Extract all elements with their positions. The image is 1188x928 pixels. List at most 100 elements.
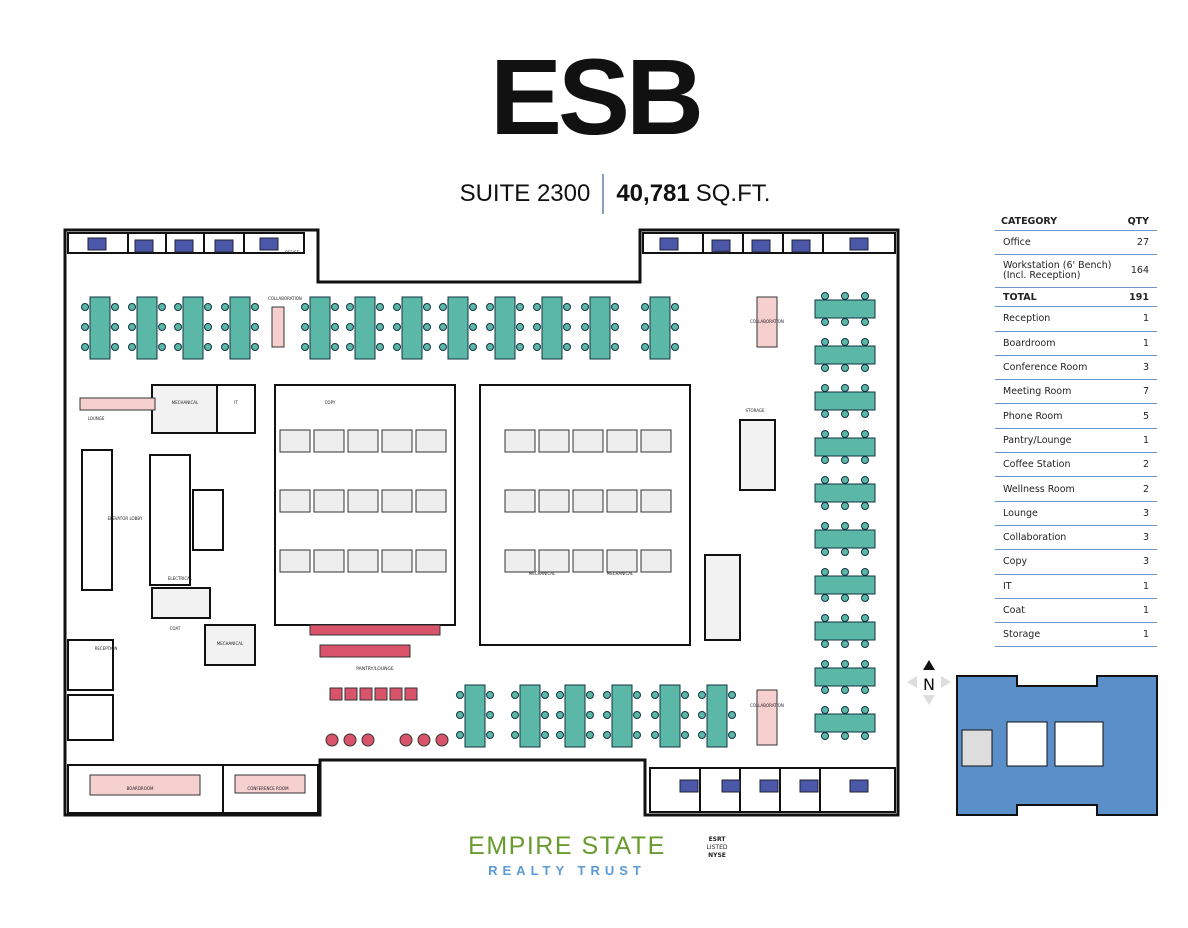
elevator-shaft	[313, 549, 345, 573]
chair	[821, 476, 829, 484]
suite-info: SUITE 2300 40,781 SQ.FT.	[440, 174, 790, 214]
chair	[456, 691, 464, 699]
office-desk	[791, 239, 811, 253]
chair	[158, 323, 166, 331]
workstation-bench	[814, 529, 876, 549]
pantry-seat	[374, 687, 388, 701]
chair	[111, 343, 119, 351]
elevator-shaft	[538, 549, 570, 573]
chair	[486, 323, 494, 331]
chair	[174, 303, 182, 311]
chair	[821, 456, 829, 464]
chair	[603, 711, 611, 719]
chair	[516, 303, 524, 311]
chair	[541, 711, 549, 719]
workstation-bench	[659, 684, 681, 748]
row-category: Wellness Room	[1003, 483, 1075, 495]
chair	[861, 410, 869, 418]
electrical-room	[151, 587, 211, 619]
workstation-bench	[814, 575, 876, 595]
esb-logo: ESB	[489, 36, 704, 157]
room-label: STORAGE	[745, 408, 765, 413]
chair	[556, 711, 564, 719]
chair	[861, 338, 869, 346]
chair	[563, 303, 571, 311]
chair	[698, 731, 706, 739]
chair	[821, 318, 829, 326]
chair	[581, 303, 589, 311]
room-label: MECHANICAL	[172, 400, 199, 405]
office-desk	[751, 239, 771, 253]
chair	[469, 343, 477, 351]
elevator-shaft	[538, 489, 570, 513]
chair	[841, 614, 849, 622]
workstation-bench	[541, 296, 563, 360]
chair	[861, 502, 869, 510]
chair	[581, 343, 589, 351]
office-desk	[174, 239, 194, 253]
area-value: 40,781	[616, 180, 690, 207]
chair	[204, 323, 212, 331]
row-category: Office	[1003, 237, 1031, 249]
chair	[841, 706, 849, 714]
chair	[251, 323, 259, 331]
office-desk	[659, 237, 679, 251]
chair	[128, 303, 136, 311]
chair	[821, 522, 829, 530]
chair	[841, 292, 849, 300]
workstation-bench	[814, 713, 876, 733]
chair	[821, 706, 829, 714]
room-label: COAT	[170, 626, 181, 631]
office-desk	[214, 239, 234, 253]
elevator-shaft	[572, 429, 604, 453]
conference-table	[234, 774, 306, 794]
chair	[128, 343, 136, 351]
chair	[681, 711, 689, 719]
chair	[821, 384, 829, 392]
chair	[533, 303, 541, 311]
key-plan	[956, 675, 1158, 816]
chair	[861, 522, 869, 530]
row-qty: 1	[1142, 337, 1149, 349]
chair	[861, 476, 869, 484]
chair	[728, 711, 736, 719]
chair	[423, 343, 431, 351]
chair	[581, 323, 589, 331]
office-desk	[849, 237, 869, 251]
office-desk	[259, 237, 279, 251]
row-qty: 7	[1142, 386, 1149, 398]
chair	[439, 303, 447, 311]
chair	[331, 303, 339, 311]
chair	[563, 343, 571, 351]
row-qty: 2	[1142, 483, 1149, 495]
row-qty: 3	[1142, 507, 1149, 519]
workstation-bench	[354, 296, 376, 360]
chair	[841, 732, 849, 740]
workstation-bench	[309, 296, 331, 360]
workstation-bench	[519, 684, 541, 748]
workstation-bench	[136, 296, 158, 360]
pantry-chair	[361, 733, 375, 747]
room-label: COLLABORATION	[750, 319, 784, 324]
chair	[556, 691, 564, 699]
chair	[204, 343, 212, 351]
row-category: Coffee Station	[1003, 459, 1071, 471]
chair	[486, 343, 494, 351]
pantry-seat	[389, 687, 403, 701]
area-unit: SQ.FT.	[695, 180, 771, 207]
chair	[861, 732, 869, 740]
workstation-bench	[447, 296, 469, 360]
row-qty: 2	[1142, 459, 1149, 471]
row-category: Meeting Room	[1003, 386, 1072, 398]
room-label: RECEPTION	[95, 646, 118, 651]
chair	[821, 614, 829, 622]
elevator-shaft	[572, 549, 604, 573]
office-desk	[721, 779, 741, 793]
mechanical-room	[704, 554, 741, 641]
chair	[861, 686, 869, 694]
